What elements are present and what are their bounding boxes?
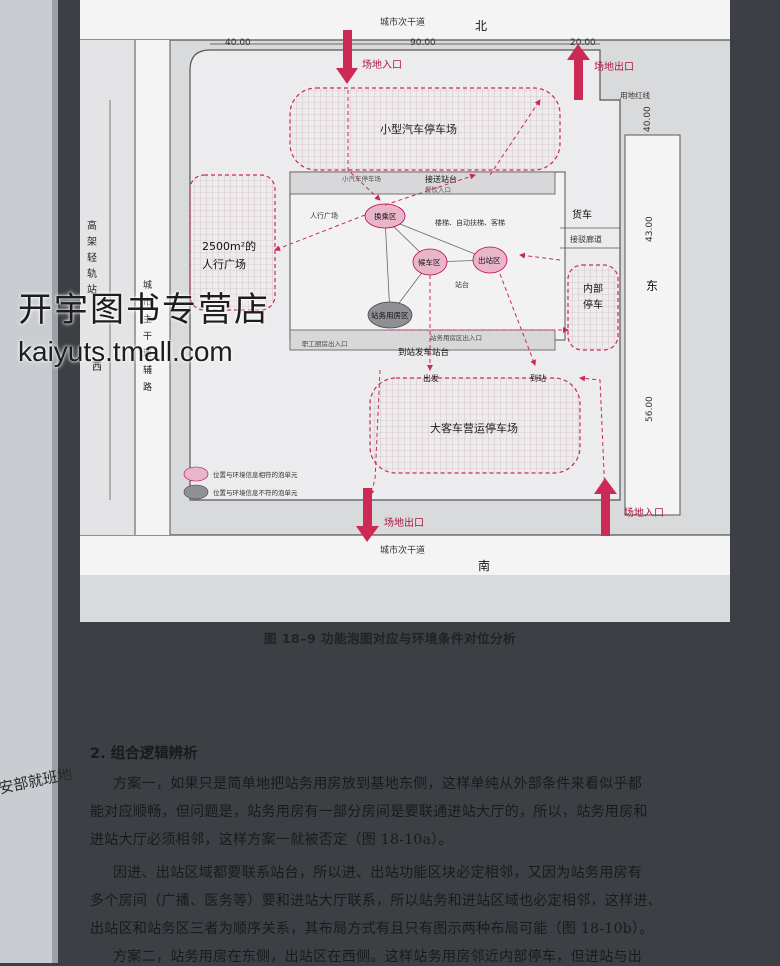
platform-label: 站台 [455, 280, 469, 289]
site-entrance-bottom-arrow [594, 478, 617, 536]
depart-label: 出发 [423, 373, 439, 383]
departure-platform-label: 到站发车站台 [398, 347, 449, 358]
west-aux-road [135, 40, 170, 535]
legend-match-label: 位置与环境信息相符的泡单元 [213, 470, 298, 479]
page-edge [52, 0, 58, 963]
internal-parking [567, 264, 619, 351]
paragraph-line: 方案一，如果只是简单地把站务用房放到基地东侧，这样单纯从外部条件来看似乎都 [113, 776, 643, 792]
south-road [80, 535, 730, 575]
legend-mismatch-label: 位置与环境信息不符的泡单元 [213, 488, 298, 497]
dim-20: 20.00 [570, 38, 596, 48]
left-page: 安部就班地 [0, 0, 74, 963]
transfer-label: 换乘区 [374, 211, 397, 221]
internal-parking-label-2: 停车 [583, 298, 603, 311]
site-exit-top-label: 场地出口 [594, 60, 634, 73]
bus-parking-label: 大客车营运停车场 [430, 421, 518, 435]
watermark-shop-name: 开宇图书专营店 [18, 290, 270, 330]
section-heading: 2. 组合逻辑辨析 [90, 746, 198, 762]
waiting-label: 候车区 [418, 257, 441, 267]
pedestrian-plaza [189, 174, 276, 311]
watermark-url: kaiyuts.tmall.com [18, 336, 233, 367]
paragraph-line: 能对应顺畅，但问题是，站务用房有一部分房间是要联通进站大厅的，所以，站务用房和 [90, 804, 648, 820]
dim-40-right: 40.00 [643, 106, 653, 132]
city-road-aux-label: 城市主干道辅路 [141, 280, 152, 399]
dim-90: 90.00 [410, 38, 436, 48]
dim-43: 43.00 [645, 216, 655, 242]
road-north-label: 城市次干道 [380, 16, 425, 28]
small-car-parking-label: 小型汽车停车场 [380, 122, 457, 136]
figure: 40.00 90.00 20.00 城市次干道 北 小型汽车停车场 2500m²… [80, 0, 730, 622]
staff-entrance-label: 职工厨房出入口 [302, 339, 348, 348]
paragraph-line: 多个房间（广播、医务等）要和进站大厅联系，所以站务和进站区域也必定相邻，这样进、 [90, 893, 662, 909]
elevated-rail-label: 高架轻轨站 [85, 219, 97, 300]
station-house-entrance-label: 站务用房区出入口 [430, 333, 482, 342]
transfer-bubble [364, 203, 406, 229]
paragraph-line: 出站区和站务区三者为顺序关系，其布局方式有且只有图示两种布局可能（图 18-10… [90, 921, 654, 937]
figure-caption: 图 18–9 功能泡图对应与环境条件对位分析 [263, 631, 517, 646]
left-page-snippet: 安部就班地 [0, 764, 75, 798]
site-plan-diagram: 40.00 90.00 20.00 城市次干道 北 小型汽车停车场 2500m²… [80, 0, 730, 575]
north-label: 北 [475, 19, 487, 33]
site-exit-bottom-arrow [356, 488, 379, 542]
plaza-small-label: 人行广场 [310, 211, 338, 220]
dining-entrance-label: 餐饮入口 [425, 185, 451, 194]
exit-label: 出站区 [478, 255, 501, 265]
stairs-label: 楼梯、自动扶梯、客梯 [435, 218, 505, 227]
internal-parking-label-1: 内部 [583, 282, 603, 295]
arrive-label: 到站 [530, 373, 546, 383]
small-car-stop-label: 小汽车停车场 [342, 174, 382, 183]
bus-parking [369, 377, 581, 474]
east-road [624, 134, 681, 516]
plaza-area-label: 2500m²的 [202, 239, 256, 253]
site-redline-label: 用地红线 [620, 90, 650, 100]
site-exit-bottom-label: 场地出口 [384, 516, 424, 529]
paragraph-line: 因进、出站区域都要联系站台，所以进、出站功能区块必定相邻，又因为站务用房有 [113, 865, 643, 881]
north-road [80, 0, 730, 40]
site-exit-top-arrow [567, 44, 590, 100]
east-label: 东 [646, 279, 658, 293]
dim-40: 40.00 [225, 38, 251, 48]
road-south-label: 城市次干道 [380, 544, 425, 556]
station-house-label: 站务用房区 [371, 310, 409, 320]
cargo-label: 货车 [572, 208, 592, 221]
dim-56: 56.00 [645, 396, 655, 422]
site-entrance-top-arrow [336, 30, 358, 84]
west-label: 西 [92, 362, 102, 373]
plaza-label: 人行广场 [202, 257, 246, 271]
site-entrance-bottom-label: 场地入口 [624, 506, 664, 519]
elevated-rail-zone [80, 40, 135, 535]
legend-mismatch-swatch [183, 484, 209, 500]
small-car-parking [289, 87, 561, 171]
south-label: 南 [478, 558, 490, 573]
legend-match-swatch [183, 466, 209, 482]
paragraph-line: 进站大厅必须相邻，这样方案一就被否定（图 18-10a）。 [90, 832, 453, 848]
unload-corridor-label: 接驳廊道 [570, 234, 602, 244]
exit-bubble [472, 246, 508, 274]
paragraph-line: 方案二，站务用房在东侧，出站区在西侧。这样站务用房邻近内部停车，但进站与出 [113, 949, 643, 965]
station-house-bubble [367, 301, 413, 329]
site-entrance-top-label: 场地入口 [362, 58, 402, 71]
shuttle-stop-label: 接送站台 [425, 174, 457, 184]
